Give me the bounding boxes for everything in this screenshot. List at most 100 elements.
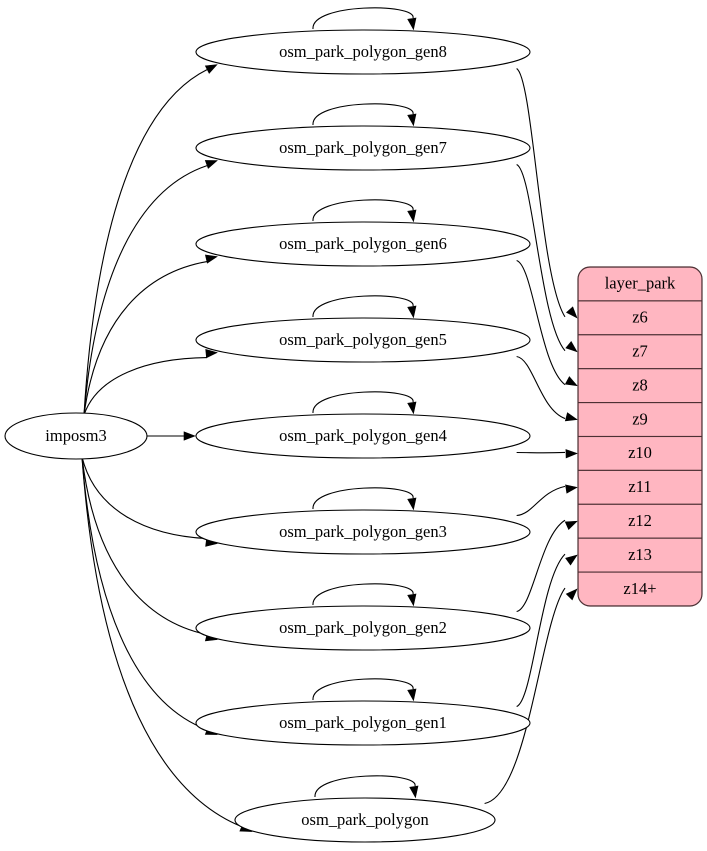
table-row-label-z6: z6 [632,308,648,327]
node-ellipse-gen7[interactable] [195,125,531,171]
self-loop-gen4 [312,391,414,414]
arrowhead-imposm3-to-gen5 [205,349,218,359]
node-ellipse-gen3[interactable] [195,509,531,555]
table-row-label-z7: z7 [632,342,648,361]
edge-imposm3-to-gen1 [81,456,208,731]
arrowhead-self-loop-gen4 [407,401,417,415]
self-loop-gen3 [312,487,414,510]
node-label-gen7: osm_park_polygon_gen7 [279,138,447,157]
node-imposm3[interactable]: imposm3 [4,412,148,460]
self-loop-gen1 [312,678,414,701]
arrowhead-gen6-to-z8 [564,376,578,387]
node-label-gen3: osm_park_polygon_gen3 [279,522,447,541]
node-gen3[interactable]: osm_park_polygon_gen3 [195,509,531,555]
node-gen2[interactable]: osm_park_polygon_gen2 [195,605,531,651]
arrowhead-self-loop-gen2 [407,593,417,607]
node-gen5[interactable]: osm_park_polygon_gen5 [195,317,531,363]
node-label-gen2: osm_park_polygon_gen2 [279,618,447,637]
node-gen8[interactable]: osm_park_polygon_gen8 [195,29,531,75]
arrowhead-imposm3-to-gen7 [204,160,218,169]
arrowhead-gen4-to-z10 [565,449,578,459]
edge-imposm3-to-gen2 [81,456,208,636]
node-label-base: osm_park_polygon [301,810,428,829]
node-ellipse-imposm3[interactable] [4,412,148,460]
table-row-label-z10: z10 [628,443,652,462]
nodes-layer: osm_park_polygon_gen8 osm_park_polygon_ge… [4,29,531,843]
edge-gen3-to-z11 [516,485,566,517]
arrowhead-gen7-to-z7 [565,340,578,353]
arrowhead-self-loop-gen8 [407,17,417,31]
arrowhead-self-loop-gen3 [407,497,417,511]
table-row-z11[interactable] [578,469,702,505]
table-row-label-z12: z12 [628,511,652,530]
table-row-z13[interactable] [578,537,702,573]
table-row-z6[interactable] [578,300,702,336]
edge-gen8-to-z6 [516,68,566,318]
table-outline [577,266,703,607]
node-ellipse-gen2[interactable] [195,605,531,651]
table-row-label-z14+: z14+ [623,579,656,598]
arrowhead-gen5-to-z9 [564,412,578,422]
node-ellipse-gen6[interactable] [195,221,531,267]
edge-imposm3-to-base [81,456,242,828]
edge-imposm3-to-gen7 [83,165,208,416]
arrowhead-gen1-to-z13 [565,554,578,566]
node-label-gen4: osm_park_polygon_gen4 [279,426,447,445]
node-gen4[interactable]: osm_park_polygon_gen4 [195,413,531,459]
arrowhead-imposm3-to-gen6 [204,254,218,264]
arrowhead-gen8-to-z6 [565,306,578,319]
node-ellipse-gen8[interactable] [195,29,531,75]
edge-gen6-to-z8 [516,259,566,386]
table-row-label-z13: z13 [628,545,652,564]
node-ellipse-gen1[interactable] [195,700,531,746]
table-row-z7[interactable] [578,334,702,370]
arrowhead-base-to-z14+ [565,588,578,601]
arrowhead-gen2-to-z12 [564,520,578,531]
node-ellipse-gen4[interactable] [195,413,531,459]
edge-imposm3-to-gen3 [81,456,208,540]
self-loop-gen8 [312,7,414,30]
node-ellipse-base[interactable] [234,797,496,843]
edges-layer [81,7,578,832]
arrowhead-self-loop-gen6 [407,209,417,223]
arrowhead-imposm3-to-gen8 [204,64,218,74]
layer-park-table: layer_park z6 z7 z8 z9 z10 z11 z12 z13 z14+ [577,266,703,607]
node-base[interactable]: osm_park_polygon [234,797,496,843]
self-loop-gen7 [312,103,414,126]
table-row-z10[interactable] [578,435,702,471]
edge-gen1-to-z13 [516,553,566,708]
table-header-cell[interactable] [578,267,702,302]
node-label-gen8: osm_park_polygon_gen8 [279,42,447,61]
arrowhead-self-loop-base [409,785,419,799]
self-loop-base [314,775,416,798]
node-label-gen5: osm_park_polygon_gen5 [279,330,447,349]
node-gen1[interactable]: osm_park_polygon_gen1 [195,700,531,746]
self-loop-gen2 [312,583,414,606]
edge-base-to-z14+ [484,587,566,805]
table-row-label-z9: z9 [632,409,648,428]
edge-imposm3-to-gen5 [83,357,208,416]
table-row-label-z8: z8 [632,375,648,394]
arrowhead-self-loop-gen5 [407,305,417,319]
table-row-label-z11: z11 [628,477,651,496]
arrowhead-imposm3-to-gen4 [183,431,196,441]
node-label-gen1: osm_park_polygon_gen1 [279,713,447,732]
edge-imposm3-to-gen8 [83,69,208,416]
node-gen7[interactable]: osm_park_polygon_gen7 [195,125,531,171]
self-loop-gen5 [312,295,414,318]
self-loop-gen6 [312,199,414,222]
arrowhead-self-loop-gen7 [407,113,417,127]
table-header-label: layer_park [605,274,676,293]
table-body: layer_park z6 z7 z8 z9 z10 z11 z12 z13 z14+ [578,267,702,606]
node-gen6[interactable]: osm_park_polygon_gen6 [195,221,531,267]
edge-gen2-to-z12 [516,519,566,613]
node-ellipse-gen5[interactable] [195,317,531,363]
arrowhead-gen3-to-z11 [565,484,578,494]
edge-gen5-to-z9 [516,355,566,420]
edge-gen7-to-z7 [516,164,566,352]
arrowhead-self-loop-gen1 [407,688,417,702]
node-label-gen6: osm_park_polygon_gen6 [279,234,447,253]
edge-imposm3-to-gen6 [83,261,208,416]
